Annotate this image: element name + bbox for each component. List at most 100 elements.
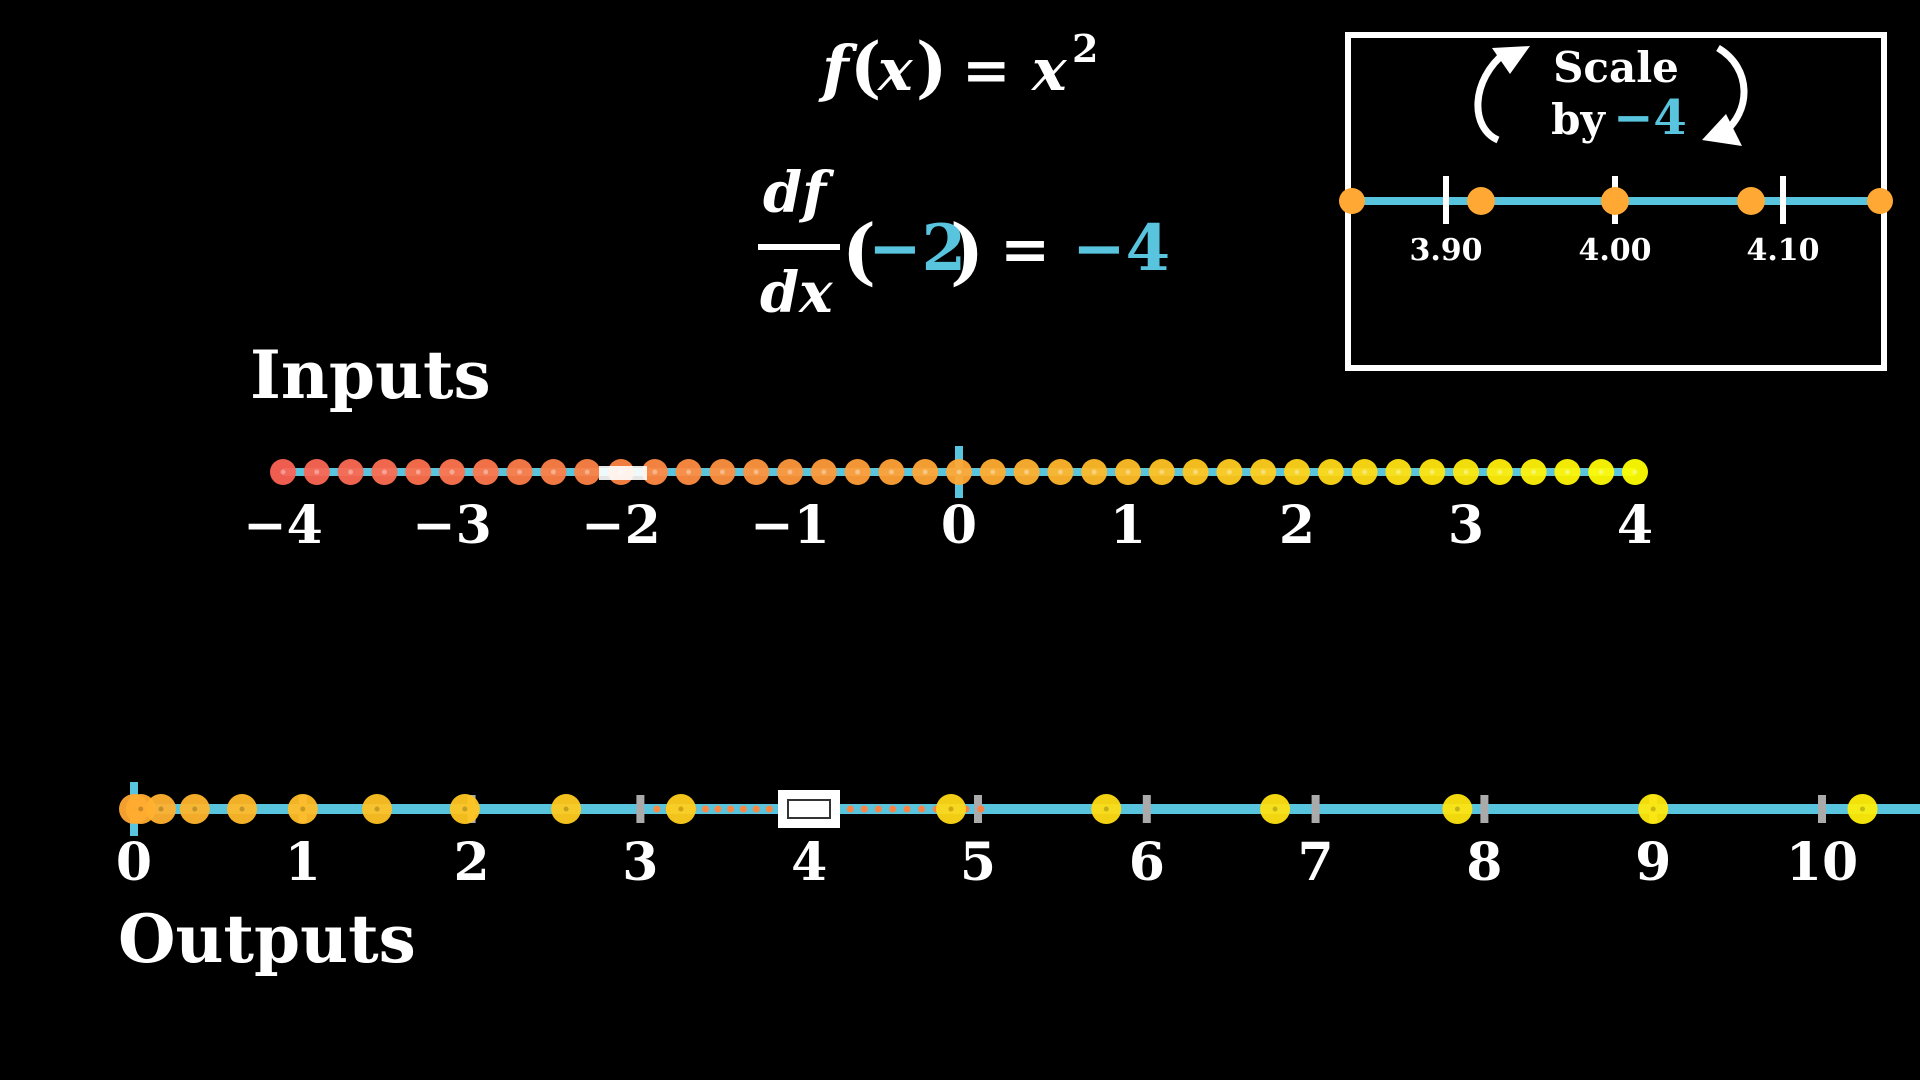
- output-compressed-dot: [739, 805, 747, 813]
- formula-equals: =: [962, 36, 1011, 104]
- input-dot-center: [1125, 469, 1131, 475]
- inputs-label: Inputs: [250, 336, 491, 414]
- input-dot-center: [686, 469, 692, 475]
- inset-tick-label-3: 4.10: [1746, 233, 1819, 268]
- derivative-equals: =: [1000, 215, 1050, 285]
- input-dot-center: [1598, 469, 1604, 475]
- output-tick-label: 0: [116, 832, 152, 893]
- output-highlight-inner: [787, 799, 831, 819]
- input-dot: [1250, 459, 1277, 485]
- inset-dot: [1339, 188, 1365, 214]
- input-dot: [540, 459, 567, 485]
- derivative-formula: df dx ( −2 ) = −4: [758, 160, 1170, 326]
- input-dot-center: [550, 469, 556, 475]
- output-tick-label: 3: [622, 832, 658, 893]
- output-compressed-dot: [714, 805, 722, 813]
- input-dot: [777, 459, 803, 485]
- input-dot-center: [381, 469, 387, 475]
- inset-title-line1: Scale: [1553, 43, 1679, 92]
- output-dot: [1847, 794, 1878, 824]
- input-dot-center: [1463, 469, 1469, 475]
- input-dot: [1216, 459, 1243, 485]
- input-dot-center: [1193, 469, 1199, 475]
- input-dot-center: [719, 469, 725, 475]
- output-dot: [146, 794, 177, 824]
- derivative-denominator: dx: [760, 260, 833, 326]
- output-dot-center: [1454, 806, 1460, 812]
- output-dot: [665, 794, 696, 824]
- input-dot-center: [1395, 469, 1401, 475]
- input-dot: [472, 459, 499, 485]
- input-tick-label: −3: [412, 495, 492, 556]
- input-dot-center: [314, 469, 320, 475]
- input-dot-center: [1226, 469, 1232, 475]
- input-dots: [270, 459, 1648, 485]
- input-dot: [1013, 459, 1040, 485]
- input-highlight-marker: [599, 466, 647, 480]
- input-dot: [1182, 459, 1209, 485]
- input-dot: [641, 459, 668, 485]
- input-dot: [1317, 459, 1344, 485]
- output-tick-label: 7: [1298, 832, 1334, 893]
- input-dot: [979, 459, 1006, 485]
- output-tick-label: 1: [285, 832, 321, 893]
- derivative-value: −4: [1072, 211, 1170, 286]
- output-compressed-dot: [727, 805, 735, 813]
- input-dot-center: [1429, 469, 1435, 475]
- output-dot: [551, 794, 582, 824]
- input-dot-center: [1091, 469, 1097, 475]
- input-dot: [1115, 459, 1141, 485]
- inset-arrowhead-left-icon: [1492, 46, 1530, 74]
- input-dot-center: [483, 469, 489, 475]
- output-dot: [179, 794, 210, 824]
- formula-rhs-exponent: 2: [1072, 26, 1098, 71]
- input-tick-label: 2: [1279, 495, 1315, 556]
- input-dot: [1385, 459, 1412, 485]
- output-dot-center: [1272, 806, 1278, 812]
- output-tick-label: 4: [791, 832, 827, 893]
- output-dot-center: [678, 806, 684, 812]
- input-dot: [303, 459, 330, 485]
- output-dot-center: [1103, 806, 1109, 812]
- derivative-numerator: df: [763, 160, 835, 226]
- output-compressed-dot: [701, 805, 709, 813]
- input-tick-label: −1: [750, 495, 830, 556]
- output-dot-center: [374, 806, 380, 812]
- input-dot-center: [1294, 469, 1300, 475]
- input-dot-center: [1159, 469, 1165, 475]
- input-dot: [1284, 459, 1310, 485]
- input-dot: [270, 459, 296, 485]
- input-tick-label: 4: [1617, 495, 1653, 556]
- input-dot: [506, 459, 533, 485]
- input-dot-center: [652, 469, 658, 475]
- input-dot-center: [1362, 469, 1368, 475]
- inset-dot: [1737, 187, 1765, 215]
- output-dot-center: [948, 806, 954, 812]
- input-dot: [1081, 459, 1108, 485]
- input-dot: [405, 459, 432, 485]
- output-tick-label: 2: [454, 832, 490, 893]
- output-tick-label: 6: [1129, 832, 1165, 893]
- output-dot: [227, 794, 258, 824]
- input-dot: [946, 459, 972, 485]
- formula-var: x: [876, 36, 914, 104]
- output-dot: [935, 794, 966, 824]
- input-dot-center: [1531, 469, 1537, 475]
- output-tick-label: 8: [1466, 832, 1502, 893]
- outputs-label: Outputs: [118, 900, 416, 978]
- output-dot-center: [1860, 806, 1866, 812]
- output-tick-label: 5: [960, 832, 996, 893]
- output-compressed-dot: [889, 805, 897, 813]
- input-dot-center: [922, 469, 928, 475]
- input-dot: [1148, 459, 1175, 485]
- input-dot: [878, 459, 905, 485]
- input-dot-center: [888, 469, 894, 475]
- inset-title-by: by: [1551, 95, 1606, 144]
- output-dot-center: [563, 806, 569, 812]
- input-dot: [439, 459, 465, 485]
- input-dot-center: [855, 469, 861, 475]
